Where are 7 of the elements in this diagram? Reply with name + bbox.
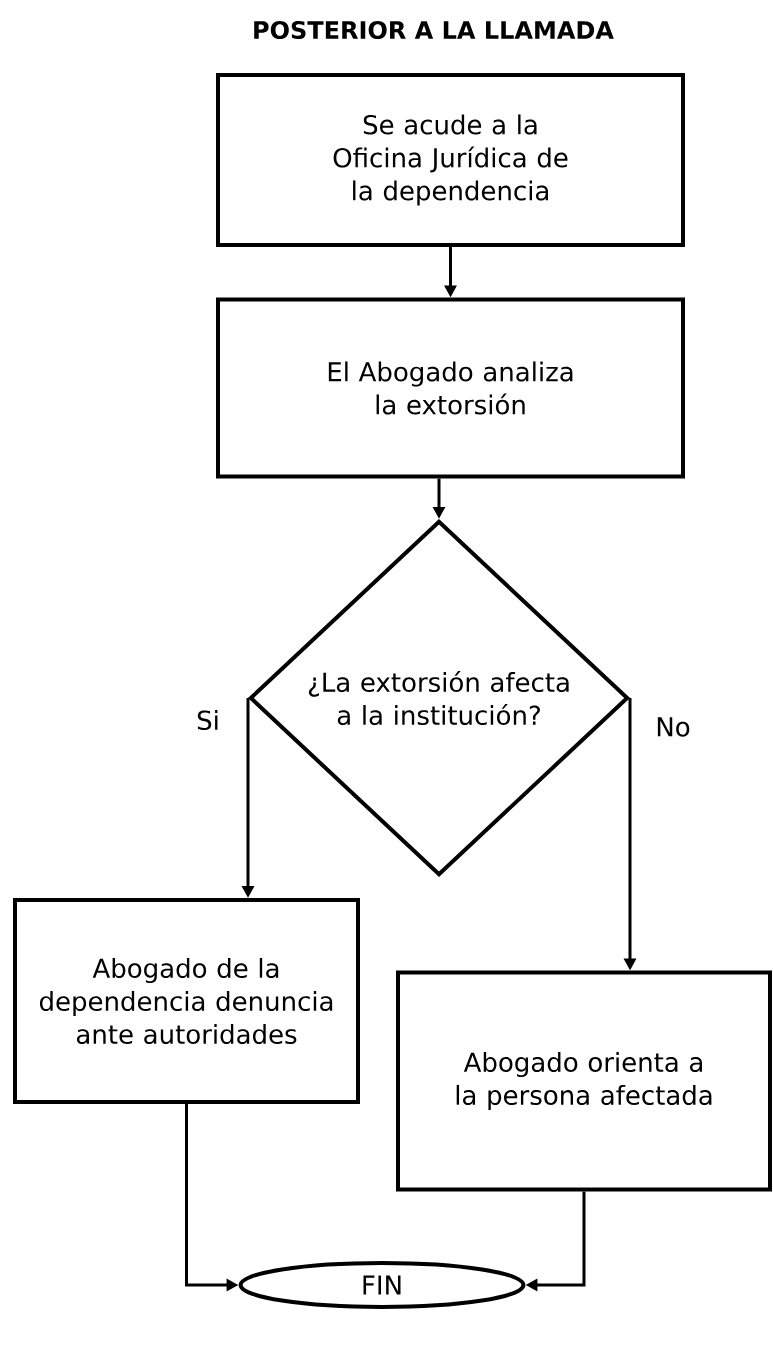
edge-label: Si: [194, 707, 222, 733]
edge-label: No: [653, 715, 693, 739]
process-box: Abogado de la dependencia denuncia ante autoridades: [13, 898, 360, 1104]
process-box: El Abogado analiza la extorsión: [216, 297, 685, 479]
title: POSTERIOR A LA LLAMADA: [254, 20, 614, 40]
process-box: Se acude a la Oficina Jurídica de la dependencia: [216, 73, 685, 247]
process-box: Abogado orienta a la persona afectada: [396, 970, 772, 1192]
